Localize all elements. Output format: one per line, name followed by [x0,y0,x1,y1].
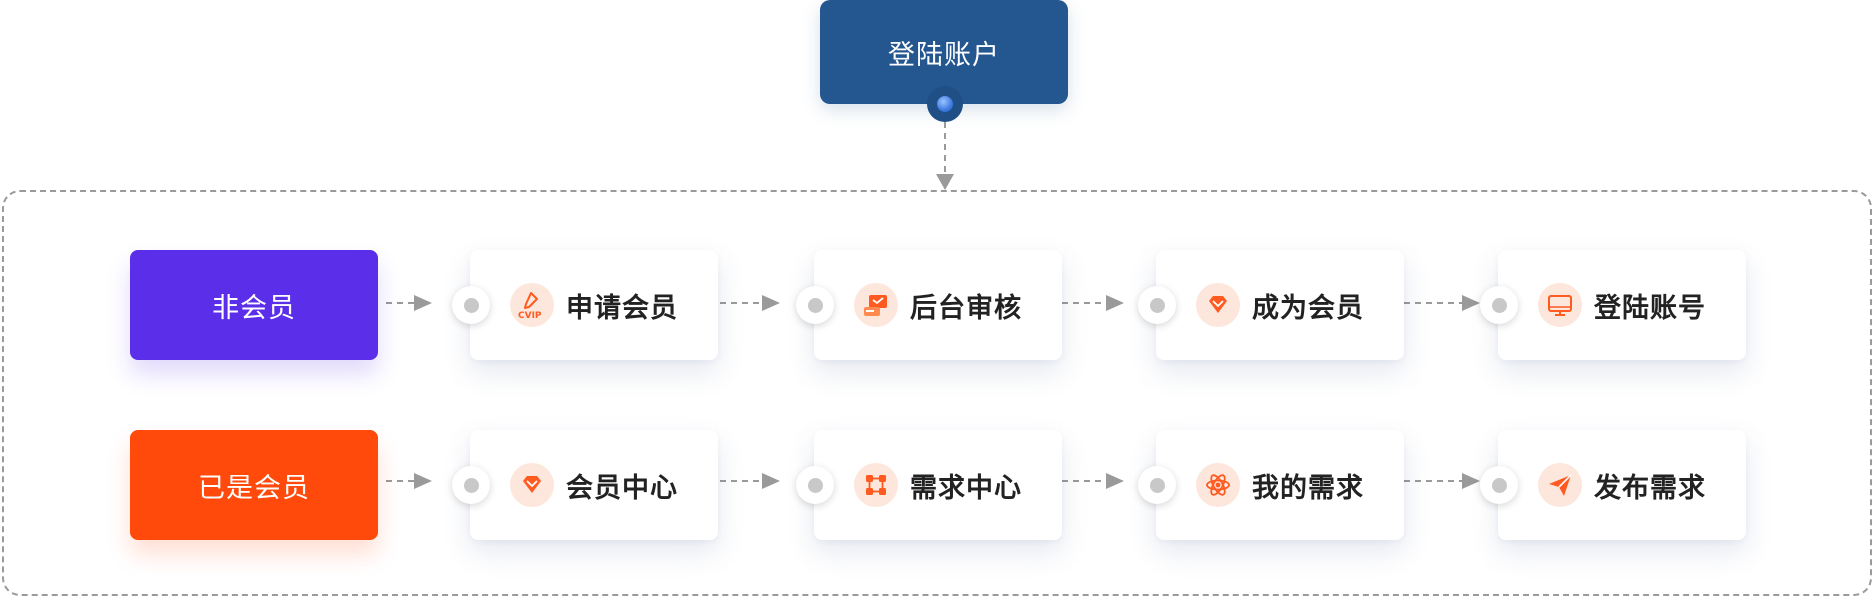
step-label: 发布需求 [1594,472,1706,504]
step-label: 需求中心 [910,472,1022,504]
nodes-icon [854,463,898,507]
flow-group-border [2,190,1872,596]
paper-plane-icon [1538,463,1582,507]
non-member-category: 非会员 [130,250,378,360]
step-become-member: 成为会员 [1138,250,1404,360]
member-category: 已是会员 [130,430,378,540]
category-label: 已是会员 [198,472,310,504]
step-label: 后台审核 [910,292,1022,324]
login-account-label: 登陆账户 [888,39,1000,71]
step-label: 会员中心 [566,472,678,504]
cvip-pen-icon: CVIP [510,283,554,327]
review-card-icon [854,283,898,327]
connector-node [452,466,490,504]
atom-icon [1196,463,1240,507]
step-member-center: 会员中心 [452,430,718,540]
diamond-icon [1196,283,1240,327]
row1-connectors [386,295,1480,311]
diamond-icon [510,463,554,507]
connector-node [452,286,490,324]
connector-dot [927,86,963,122]
step-backend-review: 后台审核 [796,250,1062,360]
step-label: 登陆账号 [1594,292,1706,324]
connector-node [1138,466,1176,504]
step-my-demands: 我的需求 [1138,430,1404,540]
row2-connectors [386,473,1480,489]
step-login-account: 登陆账号 [1480,250,1746,360]
connector-node [1480,466,1518,504]
step-label: 我的需求 [1252,472,1364,504]
step-label: 申请会员 [566,292,678,324]
monitor-icon [1538,283,1582,327]
connector-node [1138,286,1176,324]
step-apply-membership: CVIP 申请会员 [452,250,718,360]
svg-text:CVIP: CVIP [518,311,542,320]
connector-node [1480,286,1518,324]
connector-node [796,466,834,504]
step-publish-demand: 发布需求 [1480,430,1746,540]
step-label: 成为会员 [1252,292,1364,324]
step-demand-center: 需求中心 [796,430,1062,540]
category-label: 非会员 [212,292,296,324]
connector-node [796,286,834,324]
